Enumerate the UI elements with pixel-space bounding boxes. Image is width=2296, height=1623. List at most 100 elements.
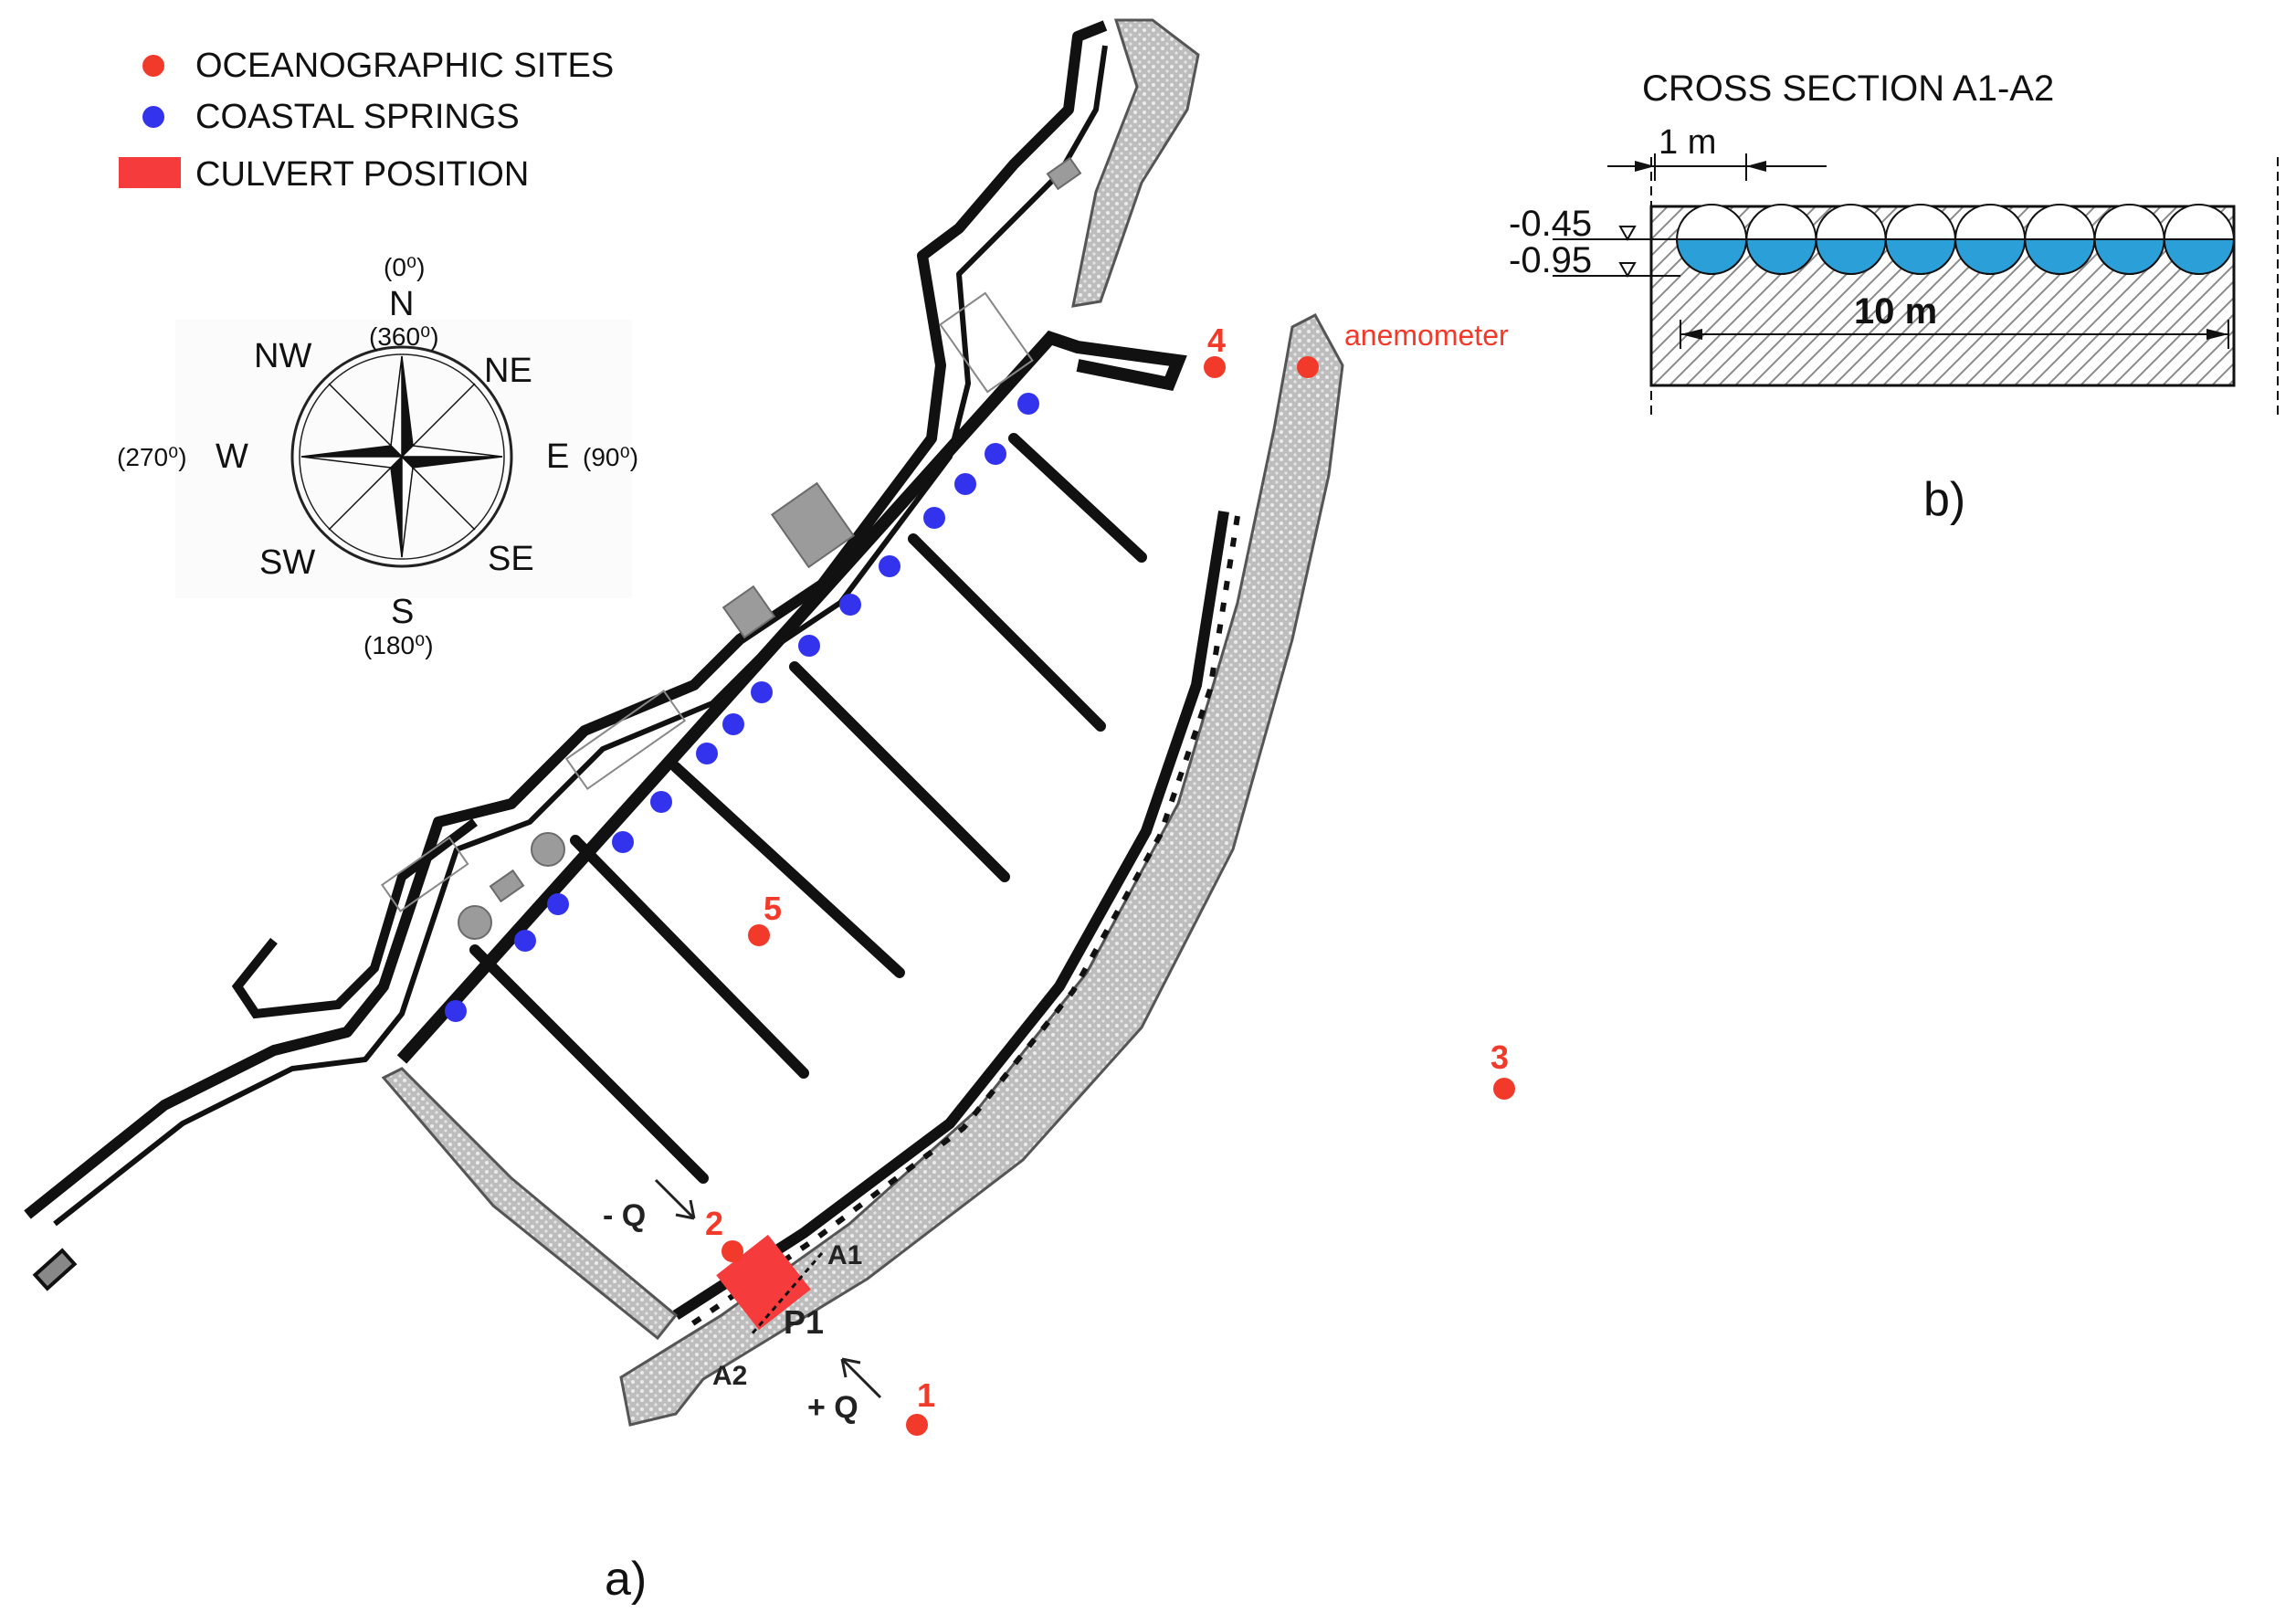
shore-road-inner [53,45,1108,1227]
compass-star [300,355,503,558]
section-width-label: 10 m [1854,291,1937,332]
pipe-water-level [2163,238,2235,275]
piers [469,433,1147,1184]
breakwater-inner-wall-dashes [683,515,1240,1332]
cross-section-title: CROSS SECTION A1-A2 [1642,69,2054,109]
compass-ring-outer [290,345,513,568]
shore-road [24,20,1108,1219]
positive-flow-arrowhead [840,1357,861,1378]
compass-south-degree: (180⁰) [363,631,434,659]
site-3-label: 3 [1490,1038,1509,1076]
pier-5 [908,533,1106,732]
spring-point [751,681,773,703]
legend-site-marker [142,55,164,77]
spacing-arrow-left [1635,161,1655,172]
compass-southwest: SW [259,543,315,582]
anemometer-label: anemometer [1344,319,1509,352]
outer-road [231,818,478,1019]
spring-point [798,635,820,657]
oceanographic-sites [721,356,1515,1436]
legend-culvert-label: CULVERT POSITION [195,155,529,194]
section-line-a1-a2 [749,1252,824,1336]
culvert-pipes [1676,204,2235,275]
compass-south: S [391,593,414,631]
compass-east-degree: (90⁰) [583,443,638,471]
inner-quay [396,330,1187,1064]
compass-ring-inner [299,353,505,560]
buildings [458,156,1082,940]
pipe-water-level [2024,238,2096,275]
compass-northeast: NE [484,352,532,390]
site-4-marker [1204,356,1226,378]
level-label-bottom: -0.95 [1509,240,1592,280]
site-5-marker [748,924,770,946]
pipe-water-level [1676,238,1748,275]
site-2-label: 2 [705,1205,723,1242]
north-breakwater [1071,18,1200,308]
site-1-marker [906,1414,928,1436]
spring-point [923,507,945,529]
legend: OCEANOGRAPHIC SITES COASTAL SPRINGS CULV… [119,47,614,194]
pier-2 [570,835,809,1079]
site-1-label: 1 [917,1376,935,1414]
site-2-marker [721,1240,743,1262]
spring-point [696,743,718,764]
pipe-water-level [1815,238,1887,275]
compass-west-degree: (270⁰) [117,443,187,471]
spring-point [445,1000,467,1022]
level-marker-top [1618,226,1637,242]
level-marker-bottom [1618,262,1637,279]
culvert-label-p1: P1 [784,1303,824,1341]
positive-flow-label: + Q [807,1390,858,1425]
cross-section: CROSS SECTION A1-A2 1 m -0.45 -0.95 10 m… [1509,69,2279,526]
spring-point [1017,393,1039,415]
coastal-springs [445,393,1039,1022]
legend-sites-label: OCEANOGRAPHIC SITES [195,47,614,85]
parking-lots [380,291,1034,912]
site-5-label: 5 [764,890,782,927]
spring-point [650,791,672,813]
compass-rose: N S E W NE NW SE SW (0⁰) (360⁰) (90⁰) (1… [117,253,638,659]
anemometer-marker [1297,356,1319,378]
site-3-marker [1493,1078,1515,1100]
section-label-a1: A1 [827,1240,862,1270]
compass-northwest: NW [254,337,311,375]
level-label-top: -0.45 [1509,204,1592,244]
width-arrow-right [2206,329,2228,340]
compass-north: N [389,285,414,323]
legend-springs-label: COASTAL SPRINGS [195,98,520,136]
spring-point [722,713,744,735]
west-revetment [381,1067,679,1341]
negative-flow-label: - Q [603,1198,646,1233]
breakwater-inner-wall [672,511,1229,1321]
site-4-label: 4 [1207,321,1226,359]
jetty-stub [32,1248,78,1291]
spring-point [612,831,634,853]
pipe-water-level [1745,238,1817,275]
negative-flow-arrowhead [675,1199,696,1220]
pier-6 [1008,433,1147,563]
pipe-spacing-label: 1 m [1659,123,1716,162]
compass-southeast: SE [488,540,534,578]
spring-point [514,930,536,952]
spring-point [547,893,569,915]
spring-point [879,555,900,577]
compass-east: E [546,437,569,476]
compass-west: W [216,437,248,476]
spacing-arrow-right [1746,161,1766,172]
positive-flow-arrow [840,1357,882,1399]
panel-label-a: a) [605,1553,647,1606]
pipe-water-level [1884,238,1956,275]
section-label-a2: A2 [712,1361,747,1391]
spring-point [985,443,1006,465]
pier-4 [789,661,1010,882]
spring-point [954,473,976,495]
harbour-map: 1 2 3 4 5 anemometer - Q + Q P1 A1 A2 a) [24,18,1515,1606]
width-arrow-left [1680,329,1702,340]
pier-3 [670,762,905,978]
pipe-water-level [2093,238,2165,275]
pipe-water-level [1954,238,2027,275]
negative-flow-arrow [654,1178,696,1220]
compass-north-degree-top: (0⁰) [384,253,425,281]
